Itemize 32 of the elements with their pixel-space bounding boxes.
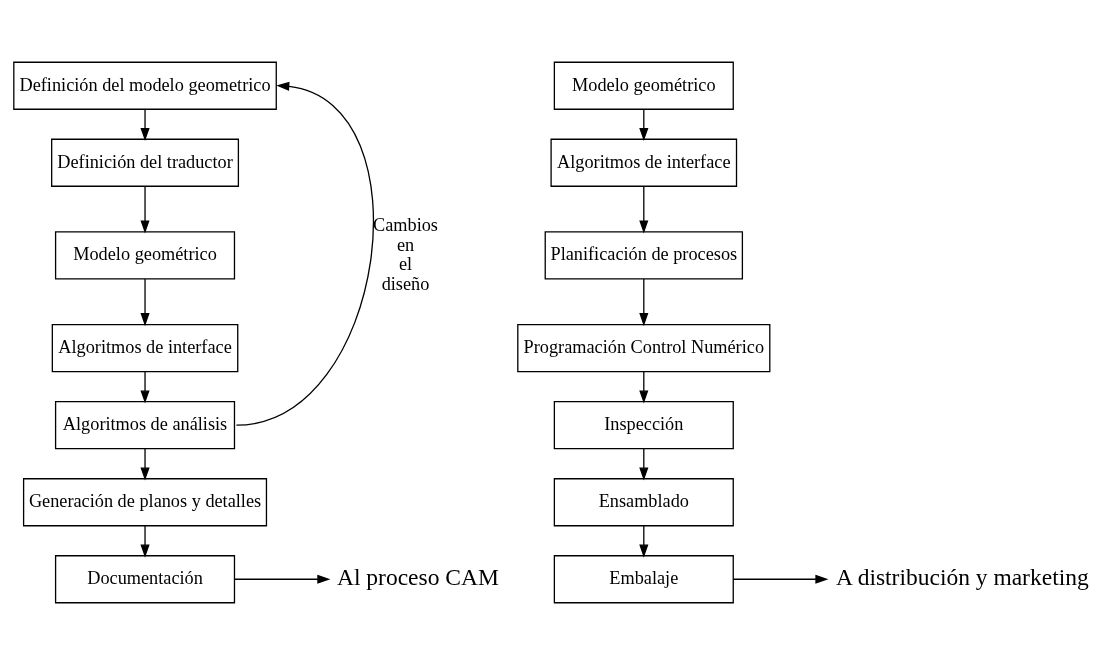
- arrow: [639, 185, 649, 233]
- arrow: [639, 447, 649, 481]
- node-box: Algoritmos de interface: [51, 323, 239, 372]
- node-box: Algoritmos de interface: [550, 138, 738, 187]
- node-box: Generación de planos y detalles: [22, 477, 268, 526]
- arrow: [639, 524, 649, 558]
- node-box: Planificación de procesos: [544, 230, 744, 280]
- node-box: Definición del traductor: [51, 138, 240, 187]
- arrow: [639, 277, 649, 326]
- node-text: A distribución y marketing: [836, 563, 1089, 590]
- arrow: [140, 370, 150, 404]
- node-box: Inspección: [553, 400, 734, 449]
- node-box: Ensamblado: [553, 477, 734, 526]
- arrow: [639, 370, 649, 404]
- arrow: [140, 447, 150, 481]
- arrow: [140, 277, 150, 326]
- edge-label: Cambios en el diseño: [373, 214, 438, 294]
- node-box: Programación Control Numérico: [517, 323, 771, 372]
- node-box: Modelo geométrico: [553, 61, 734, 110]
- node-box: Algoritmos de análisis: [54, 400, 236, 449]
- arrow: [140, 185, 150, 233]
- node-box: Modelo geométrico: [54, 230, 236, 280]
- node-box: Embalaje: [553, 554, 734, 603]
- arrow: [233, 574, 331, 584]
- arrow: [140, 108, 150, 141]
- arrow: [235, 81, 375, 426]
- arrow: [732, 574, 829, 584]
- node-text: Al proceso CAM: [336, 563, 499, 590]
- arrow: [639, 108, 649, 141]
- node-box: Definición del modelo geometrico: [13, 61, 277, 110]
- node-box: Documentación: [54, 554, 236, 603]
- arrow: [140, 524, 150, 558]
